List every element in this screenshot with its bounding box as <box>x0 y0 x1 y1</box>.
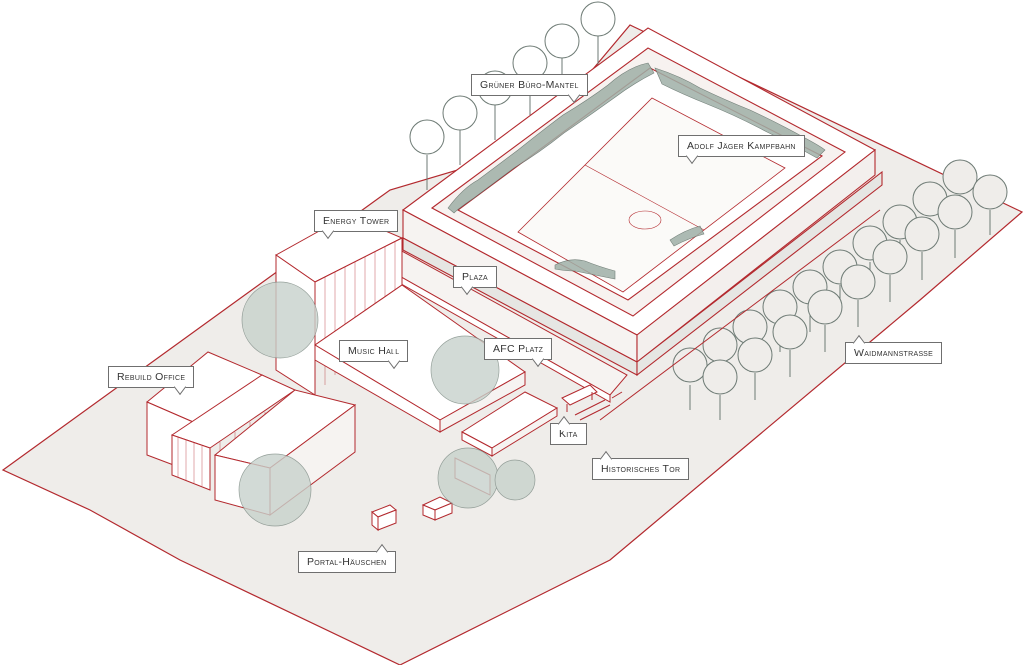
adolf-jaeger-kampfbahn-label: Adolf Jäger Kampfbahn <box>678 135 805 157</box>
afc-platz-label: AFC Platz <box>484 338 553 360</box>
street-tree-row <box>672 159 1008 420</box>
rebuild-office-building <box>146 351 357 516</box>
energy-tower-label: Energy Tower <box>314 210 399 232</box>
rebuild-office-label: Rebuild Office <box>108 366 195 388</box>
portal-haeuschen-label: Portal-Häuschen <box>298 551 396 573</box>
waidmannstrasse-street-edge <box>599 209 881 421</box>
music-hall-label: Music Hall <box>339 340 409 362</box>
plaza-label: Plaza <box>453 266 498 288</box>
historisches-tor-label: Historisches Tor <box>592 458 690 480</box>
gruener-buero-mantel-label: Grüner Büro-Mantel <box>471 74 588 96</box>
waidmannstrasse-label: Waidmannstraße <box>845 342 943 364</box>
portal-haeuschen-kiosks <box>371 496 454 532</box>
tree-canopies <box>238 281 536 527</box>
kita-label: Kita <box>550 423 587 445</box>
historisches-tor-gate <box>574 391 623 421</box>
